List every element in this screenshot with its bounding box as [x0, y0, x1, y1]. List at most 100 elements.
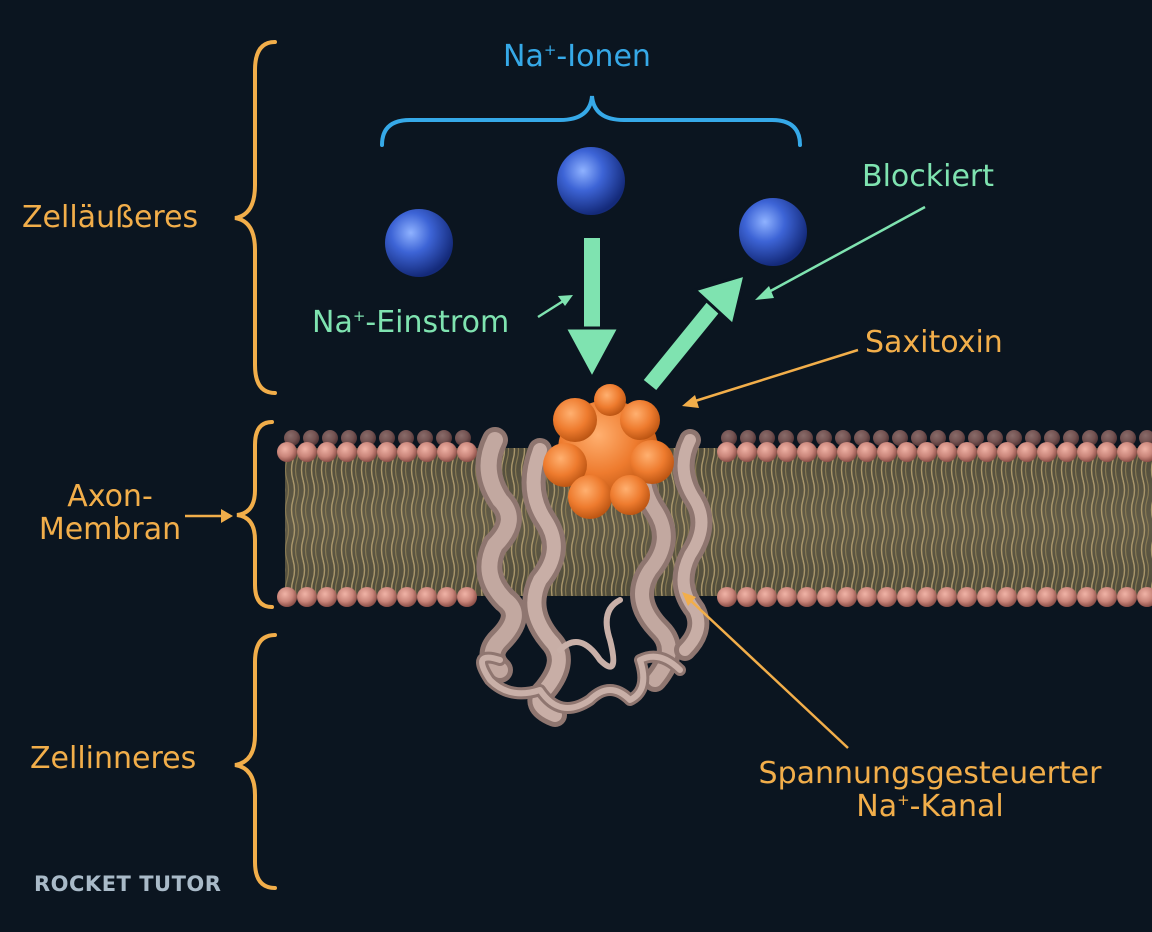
lipid-head: [917, 442, 937, 462]
lipid-head: [957, 587, 977, 607]
lipid-head: [854, 430, 870, 446]
membrane-pointer-arrow: [185, 509, 233, 523]
sodium-ion: [739, 198, 807, 266]
lipid-head: [337, 587, 357, 607]
lipid-head: [757, 442, 777, 462]
lipid-head: [1117, 442, 1137, 462]
lipid-head: [360, 430, 376, 446]
lipid-head: [417, 442, 437, 462]
lipid-head: [277, 442, 297, 462]
lipid-head: [284, 430, 300, 446]
lipid-head: [337, 442, 357, 462]
lipid-head: [778, 430, 794, 446]
lipid-head: [857, 442, 877, 462]
channel-label-suffix: -Kanal: [909, 789, 1004, 824]
lipid-head: [1044, 430, 1060, 446]
lipid-head: [436, 430, 452, 446]
lipid-head: [1017, 587, 1037, 607]
sodium-ion: [385, 209, 453, 277]
ions-label-prefix: Na: [503, 39, 544, 74]
lipid-head: [717, 587, 737, 607]
lipid-head: [437, 442, 457, 462]
lipid-head: [937, 442, 957, 462]
lipid-head: [1057, 442, 1077, 462]
lipid-head: [797, 587, 817, 607]
lipid-head: [997, 587, 1017, 607]
influx-label-sup: +: [352, 307, 366, 325]
lipid-head: [1097, 587, 1117, 607]
membrane-brace: [236, 420, 274, 609]
ions-label-suffix: -Ionen: [556, 39, 651, 74]
lipid-head: [1057, 587, 1077, 607]
lipid-head: [322, 430, 338, 446]
lipid-head: [968, 430, 984, 446]
lipid-head: [1037, 442, 1057, 462]
blocked-label: Blockiert: [862, 159, 995, 194]
lipid-head: [777, 442, 797, 462]
membrane-label: Axon- Membran: [30, 480, 190, 546]
outside-brace: [234, 40, 277, 395]
lipid-head: [297, 442, 317, 462]
channel-label: Spannungsgesteuerter Na+-Kanal: [730, 757, 1130, 823]
lipid-head: [317, 442, 337, 462]
lipid-head: [357, 587, 377, 607]
lipid-head: [930, 430, 946, 446]
influx-pointer-arrow: [537, 295, 573, 319]
lipid-head: [717, 442, 737, 462]
lipid-head: [1077, 587, 1097, 607]
lipid-head: [1139, 430, 1152, 446]
toxin-pointer-arrow: [682, 348, 859, 408]
lipid-head: [397, 442, 417, 462]
lipid-head: [987, 430, 1003, 446]
lipid-head: [721, 430, 737, 446]
lipid-head: [1120, 430, 1136, 446]
lipid-head: [437, 587, 457, 607]
lipid-head: [417, 430, 433, 446]
lipid-head: [857, 587, 877, 607]
lipid-head: [977, 587, 997, 607]
lipid-head: [379, 430, 395, 446]
lipid-head: [357, 442, 377, 462]
lipid-head: [937, 587, 957, 607]
lipid-head: [341, 430, 357, 446]
lipid-head: [917, 587, 937, 607]
inside-label: Zellinneres: [30, 741, 197, 776]
lipid-head: [1082, 430, 1098, 446]
lipid-head: [897, 442, 917, 462]
lipid-head: [759, 430, 775, 446]
lipid-head: [817, 442, 837, 462]
outside-label: Zelläußeres: [22, 200, 199, 235]
lipid-head: [1006, 430, 1022, 446]
lipid-head: [1037, 587, 1057, 607]
toxin-label: Saxitoxin: [865, 325, 1003, 360]
lipid-head: [837, 587, 857, 607]
blocked-arrow-up: [641, 272, 748, 392]
lipid-head: [873, 430, 889, 446]
lipid-head: [957, 442, 977, 462]
lipid-head: [837, 442, 857, 462]
lipid-head: [911, 430, 927, 446]
lipid-head: [1137, 587, 1152, 607]
lipid-head: [877, 442, 897, 462]
influx-label: Na+-Einstrom: [312, 306, 509, 339]
lipid-head: [892, 430, 908, 446]
lipid-head: [740, 430, 756, 446]
membrane-heads-back-row: [284, 430, 1152, 446]
lipid-head: [417, 587, 437, 607]
channel-label-line1: Spannungsgesteuerter: [758, 756, 1102, 791]
inside-brace: [234, 633, 277, 890]
lipid-head: [737, 587, 757, 607]
lipid-head: [457, 442, 477, 462]
lipid-head: [797, 430, 813, 446]
membrane-heads-bottom-row: [277, 587, 1152, 607]
ions-brace: [380, 95, 802, 147]
lipid-head: [1117, 587, 1137, 607]
lipid-head: [377, 442, 397, 462]
lipid-head: [1077, 442, 1097, 462]
lipid-head: [817, 587, 837, 607]
lipid-head: [297, 587, 317, 607]
membrane-tail-texture: [285, 448, 1152, 596]
lipid-head: [737, 442, 757, 462]
lipid-head: [897, 587, 917, 607]
